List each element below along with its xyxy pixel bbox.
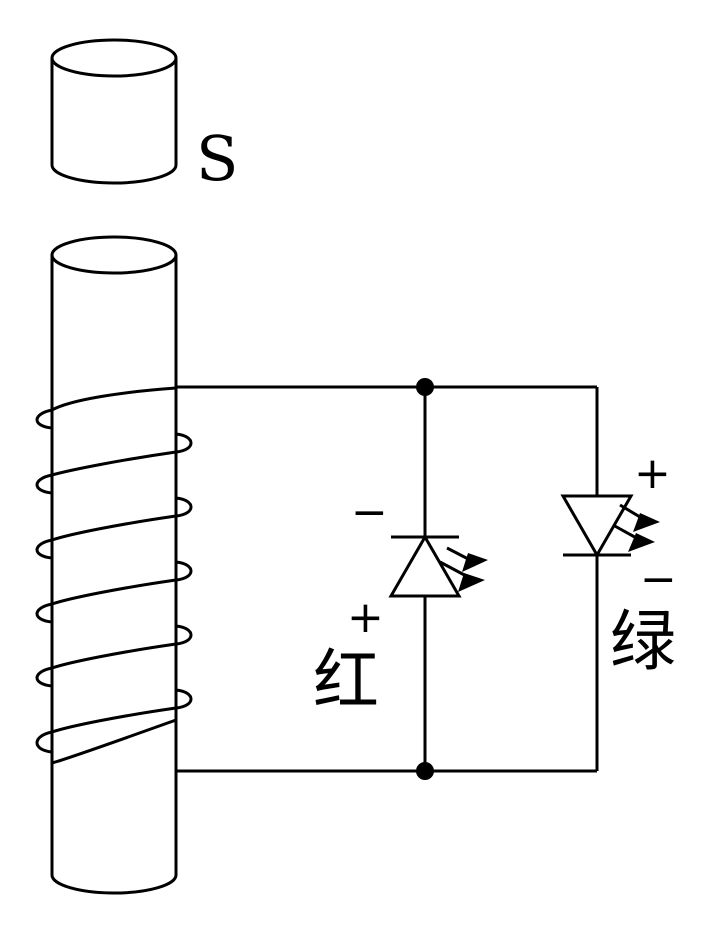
tube [50,235,178,895]
red-led [388,533,488,598]
green-led-arrow-head [633,513,660,532]
junction-dot-bottom [416,762,434,780]
red-led-label: 红 [313,642,379,719]
coil-left-loop [35,473,54,495]
coil-right-loop [174,688,193,710]
coil-front-strand [50,718,178,765]
red-led-top-terminal: − [351,487,388,538]
coil-right-loop [174,432,193,454]
red-led-triangle [388,533,462,598]
tube-top-face [50,235,178,275]
coil-front-strand [50,578,178,606]
bar-magnet [50,38,178,185]
green-led-label: 绿 [610,603,676,680]
green-led-arrow-head [628,533,655,552]
magnet-top-face [50,38,178,78]
coil-right-loop [174,624,193,646]
coil-left-loop [35,602,54,624]
tube-body [50,255,178,895]
coil-right-loop [174,560,193,582]
magnet-body [50,58,178,185]
coil-front-strand [50,386,178,412]
red-led-bottom-terminal: + [347,592,384,643]
coil-front-strand [50,450,178,477]
green-led [560,494,660,559]
coil-left-loop [35,538,54,560]
coil-right-loop [174,496,193,518]
circuit-wires [176,385,599,773]
green-led-top-terminal: + [634,448,671,499]
coil-left-loop [35,408,54,430]
red-led-arrow-head [458,573,485,592]
coil-front-strand [50,706,178,734]
coil-left-loop [35,730,54,754]
magnet-pole-label: S [196,122,238,195]
coil-front-strand [50,514,178,542]
coil [35,386,193,765]
junction-dot-top [416,378,434,396]
coil-front-strand [50,642,178,670]
coil-left-loop [35,666,54,688]
green-led-bottom-terminal: − [640,554,677,605]
red-led-arrow-head [462,553,488,572]
